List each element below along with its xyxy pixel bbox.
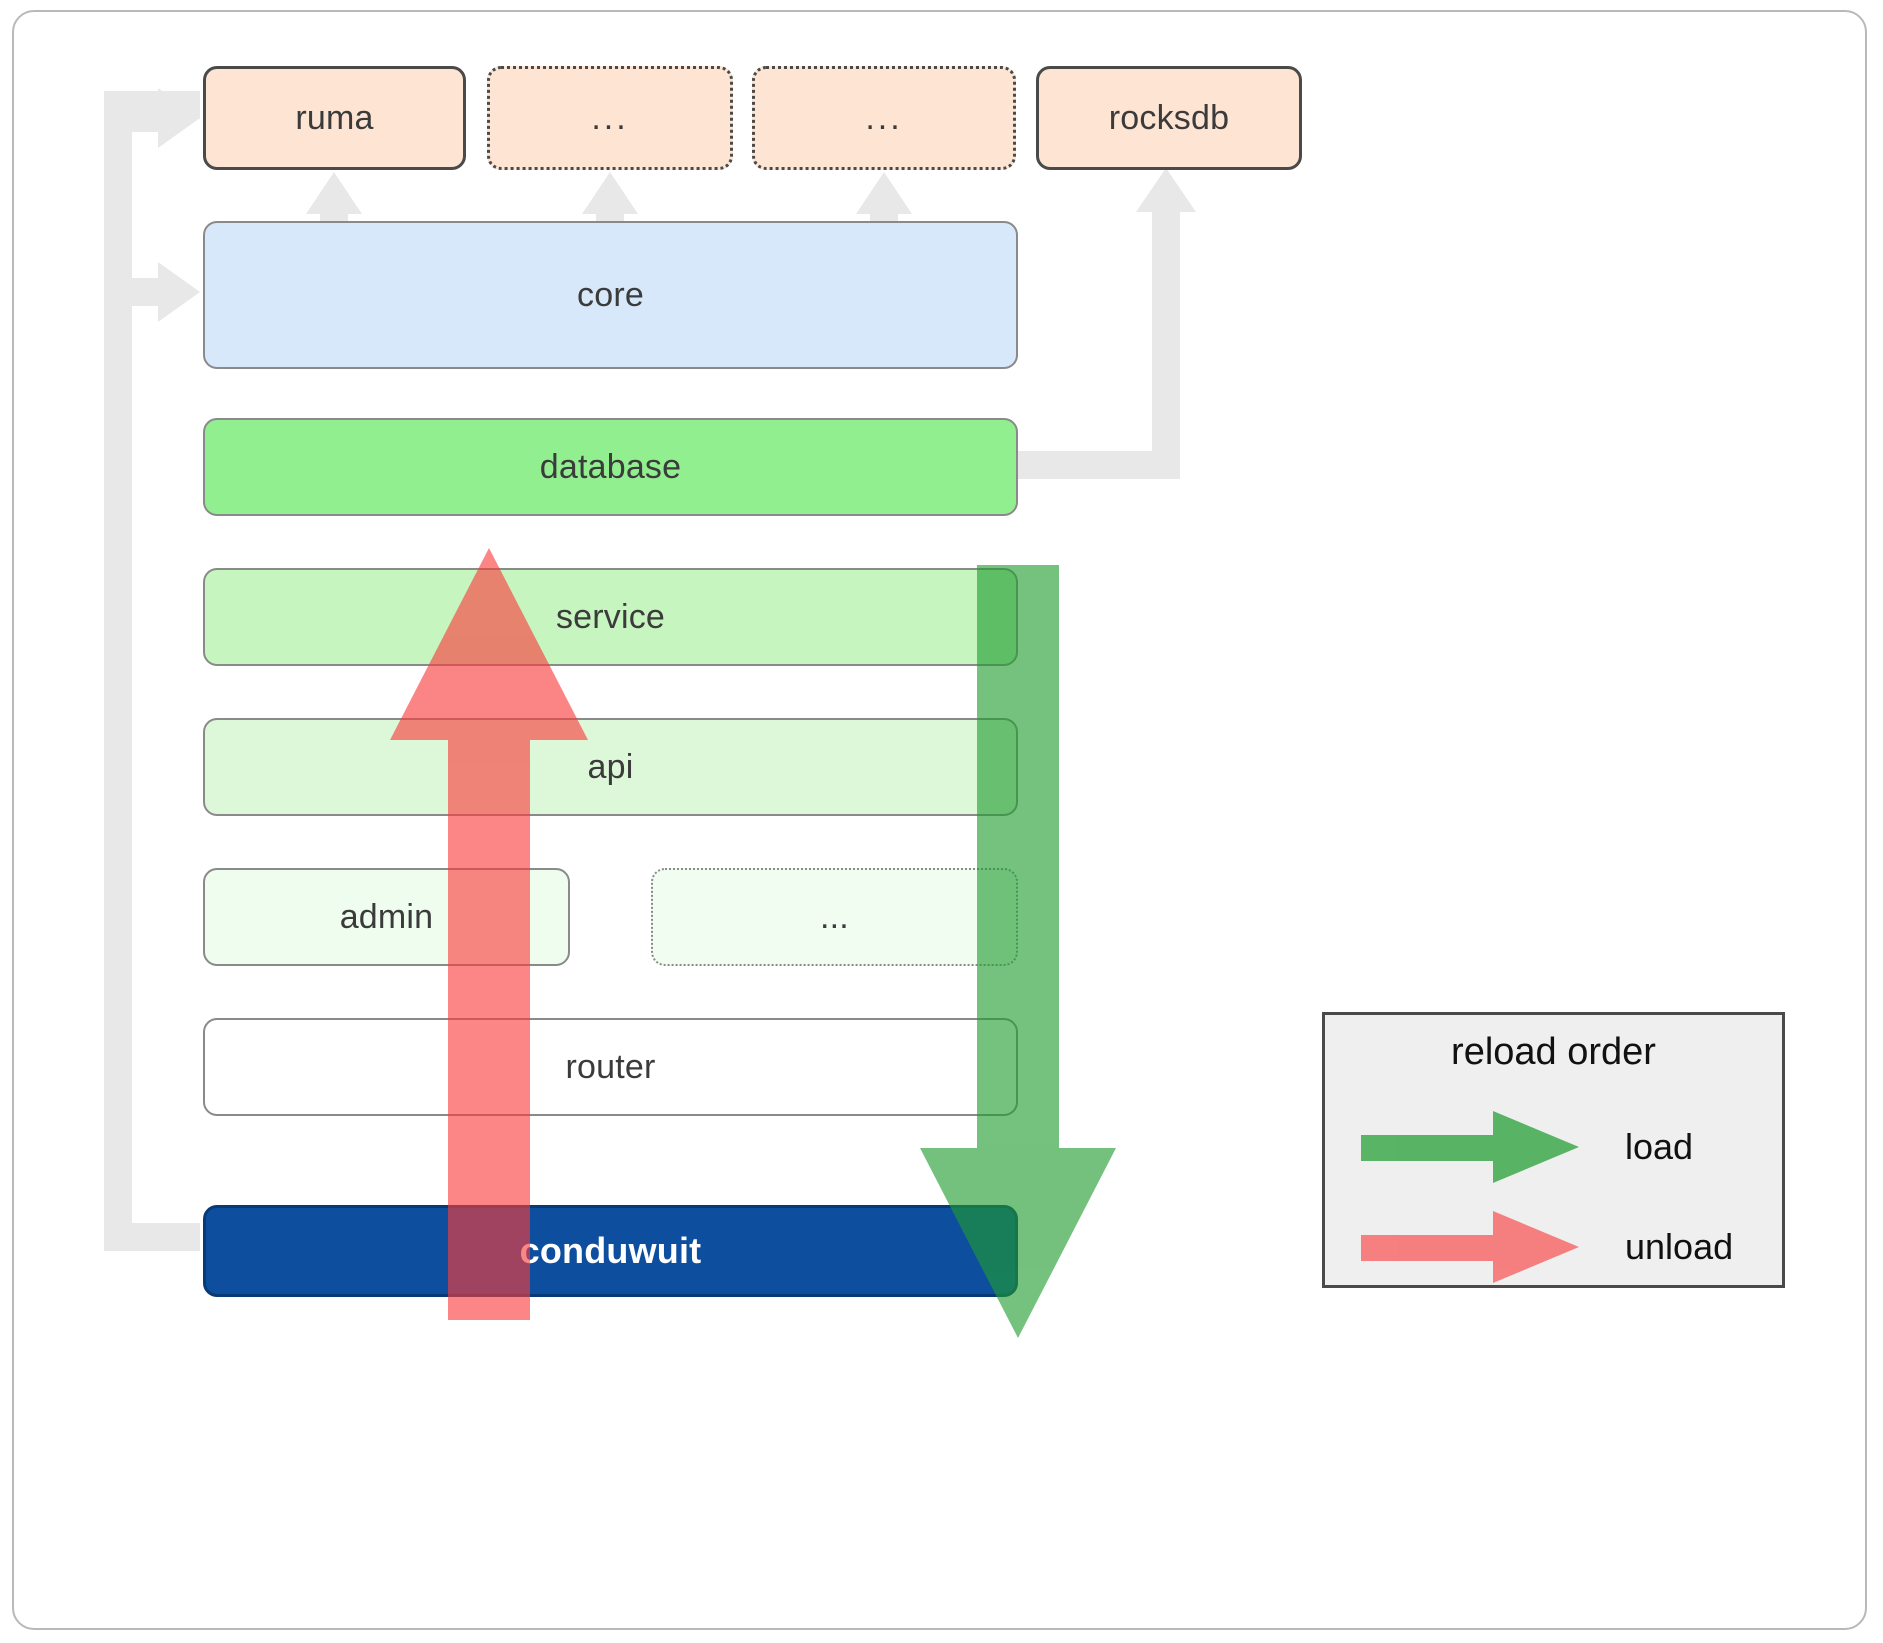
dependency-label-placeholder-2: ... [865, 98, 903, 137]
dependency-label-ruma: ruma [295, 98, 374, 137]
dependency-label-rocksdb: rocksdb [1108, 98, 1230, 137]
binary-node-conduwuit[interactable]: conduwuit [203, 1205, 1018, 1297]
layer-node-admin[interactable]: admin [203, 868, 570, 966]
layer-label-router: router [565, 1047, 656, 1086]
dependency-node-ruma[interactable]: ruma [203, 66, 466, 170]
legend-row-unload: unload [1325, 1211, 1782, 1283]
dependency-node-rocksdb[interactable]: rocksdb [1036, 66, 1302, 170]
legend-box: reload order load unload [1322, 1012, 1785, 1288]
layer-node-service[interactable]: service [203, 568, 1018, 666]
layer-label-database: database [539, 447, 682, 486]
layer-node-core[interactable]: core [203, 221, 1018, 369]
layer-label-api: api [587, 747, 634, 786]
dependency-label-placeholder-1: ... [591, 98, 629, 137]
unload-arrow-icon [1361, 1211, 1579, 1283]
layer-node-database[interactable]: database [203, 418, 1018, 516]
layer-node-placeholder[interactable]: ... [651, 868, 1018, 966]
dependency-node-placeholder-1[interactable]: ... [487, 66, 733, 170]
layer-label-admin: admin [339, 897, 434, 936]
layer-label-core: core [577, 275, 644, 314]
legend-label-unload: unload [1625, 1226, 1734, 1267]
dependency-node-placeholder-2[interactable]: ... [752, 66, 1016, 170]
load-arrow-icon [1361, 1111, 1579, 1183]
legend-title: reload order [1451, 1031, 1656, 1073]
binary-label-conduwuit: conduwuit [519, 1230, 702, 1271]
layer-node-api[interactable]: api [203, 718, 1018, 816]
layer-node-router[interactable]: router [203, 1018, 1018, 1116]
legend-label-load: load [1625, 1126, 1694, 1167]
layer-label-placeholder: ... [820, 897, 849, 936]
layer-label-service: service [555, 597, 666, 636]
legend-row-load: load [1325, 1111, 1782, 1183]
